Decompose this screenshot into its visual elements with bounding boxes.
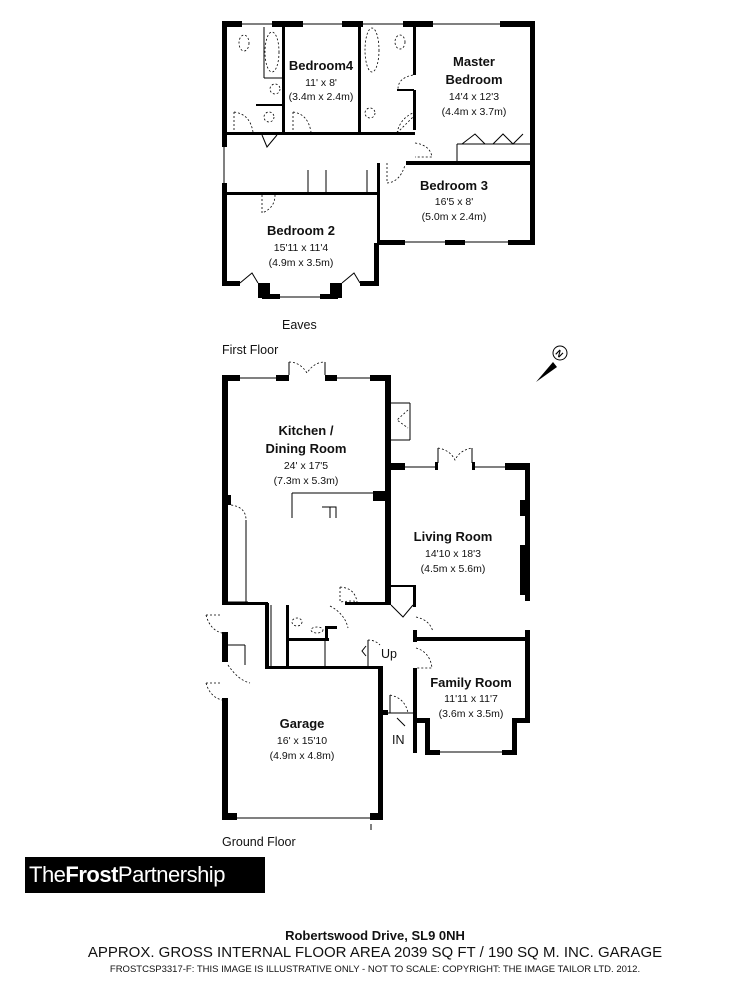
room-name-bedroom-3: Bedroom 3 [420, 178, 488, 193]
ground-floor-plan [205, 361, 530, 830]
room-name-kitchen-dining: Dining Room [266, 441, 347, 456]
room-size-imperial: 14'10 x 18'3 [425, 548, 481, 560]
room-size-metric: (3.4m x 2.4m) [289, 91, 354, 103]
room-size-imperial: 16' x 15'10 [277, 735, 327, 747]
room-size-metric: (4.9m x 4.8m) [270, 750, 335, 762]
company-logo: TheFrostPartnership [25, 857, 265, 893]
logo-text: The [29, 862, 66, 887]
room-size-imperial: 11'11 x 11'7 [444, 693, 498, 705]
room-name-family-room: Family Room [430, 675, 512, 690]
north-arrow-icon: N [536, 345, 568, 382]
ground-floor-labels: Kitchen / Dining Room 24' x 17'5 (7.3m x… [222, 423, 512, 849]
room-size-metric: (4.9m x 3.5m) [269, 257, 334, 269]
room-name-garage: Garage [280, 716, 325, 731]
room-size-imperial: 16'5 x 8' [435, 196, 473, 208]
room-name-bedroom-2: Bedroom 2 [267, 223, 335, 238]
room-name-kitchen-dining: Kitchen / [279, 423, 334, 438]
room-size-metric: (4.4m x 3.7m) [442, 106, 507, 118]
floor-area: APPROX. GROSS INTERNAL FLOOR AREA 2039 S… [87, 944, 663, 961]
room-size-imperial: 14'4 x 12'3 [449, 91, 499, 103]
room-name-bedroom4: Bedroom4 [289, 58, 354, 73]
stairs-up-label: Up [381, 647, 397, 661]
room-size-imperial: 24' x 17'5 [284, 460, 328, 472]
logo-text: Partnership [117, 862, 226, 887]
first-floor-plan [222, 21, 535, 299]
eaves-label: Eaves [282, 318, 317, 332]
first-floor-label: First Floor [222, 343, 278, 357]
ground-floor-label: Ground Floor [222, 835, 296, 849]
entrance-label: IN [392, 733, 405, 747]
logo-text-bold: Frost [65, 862, 118, 887]
room-size-metric: (5.0m x 2.4m) [422, 211, 487, 223]
compass-label: N [553, 348, 565, 360]
room-size-metric: (4.5m x 5.6m) [421, 563, 486, 575]
room-name-master-bedroom: Bedroom [445, 72, 502, 87]
room-size-metric: (7.3m x 5.3m) [274, 475, 339, 487]
room-size-imperial: 15'11 x 11'4 [274, 242, 329, 254]
first-floor-labels: Bedroom4 11' x 8' (3.4m x 2.4m) Master B… [222, 54, 506, 357]
room-name-living-room: Living Room [414, 529, 493, 544]
room-size-imperial: 11' x 8' [305, 77, 337, 89]
disclaimer: FROSTCSP3317-F: THIS IMAGE IS ILLUSTRATI… [109, 964, 641, 975]
room-name-master-bedroom: Master [453, 54, 495, 69]
property-address: Robertswood Drive, SL9 0NH [285, 928, 465, 943]
room-size-metric: (3.6m x 3.5m) [439, 708, 504, 720]
